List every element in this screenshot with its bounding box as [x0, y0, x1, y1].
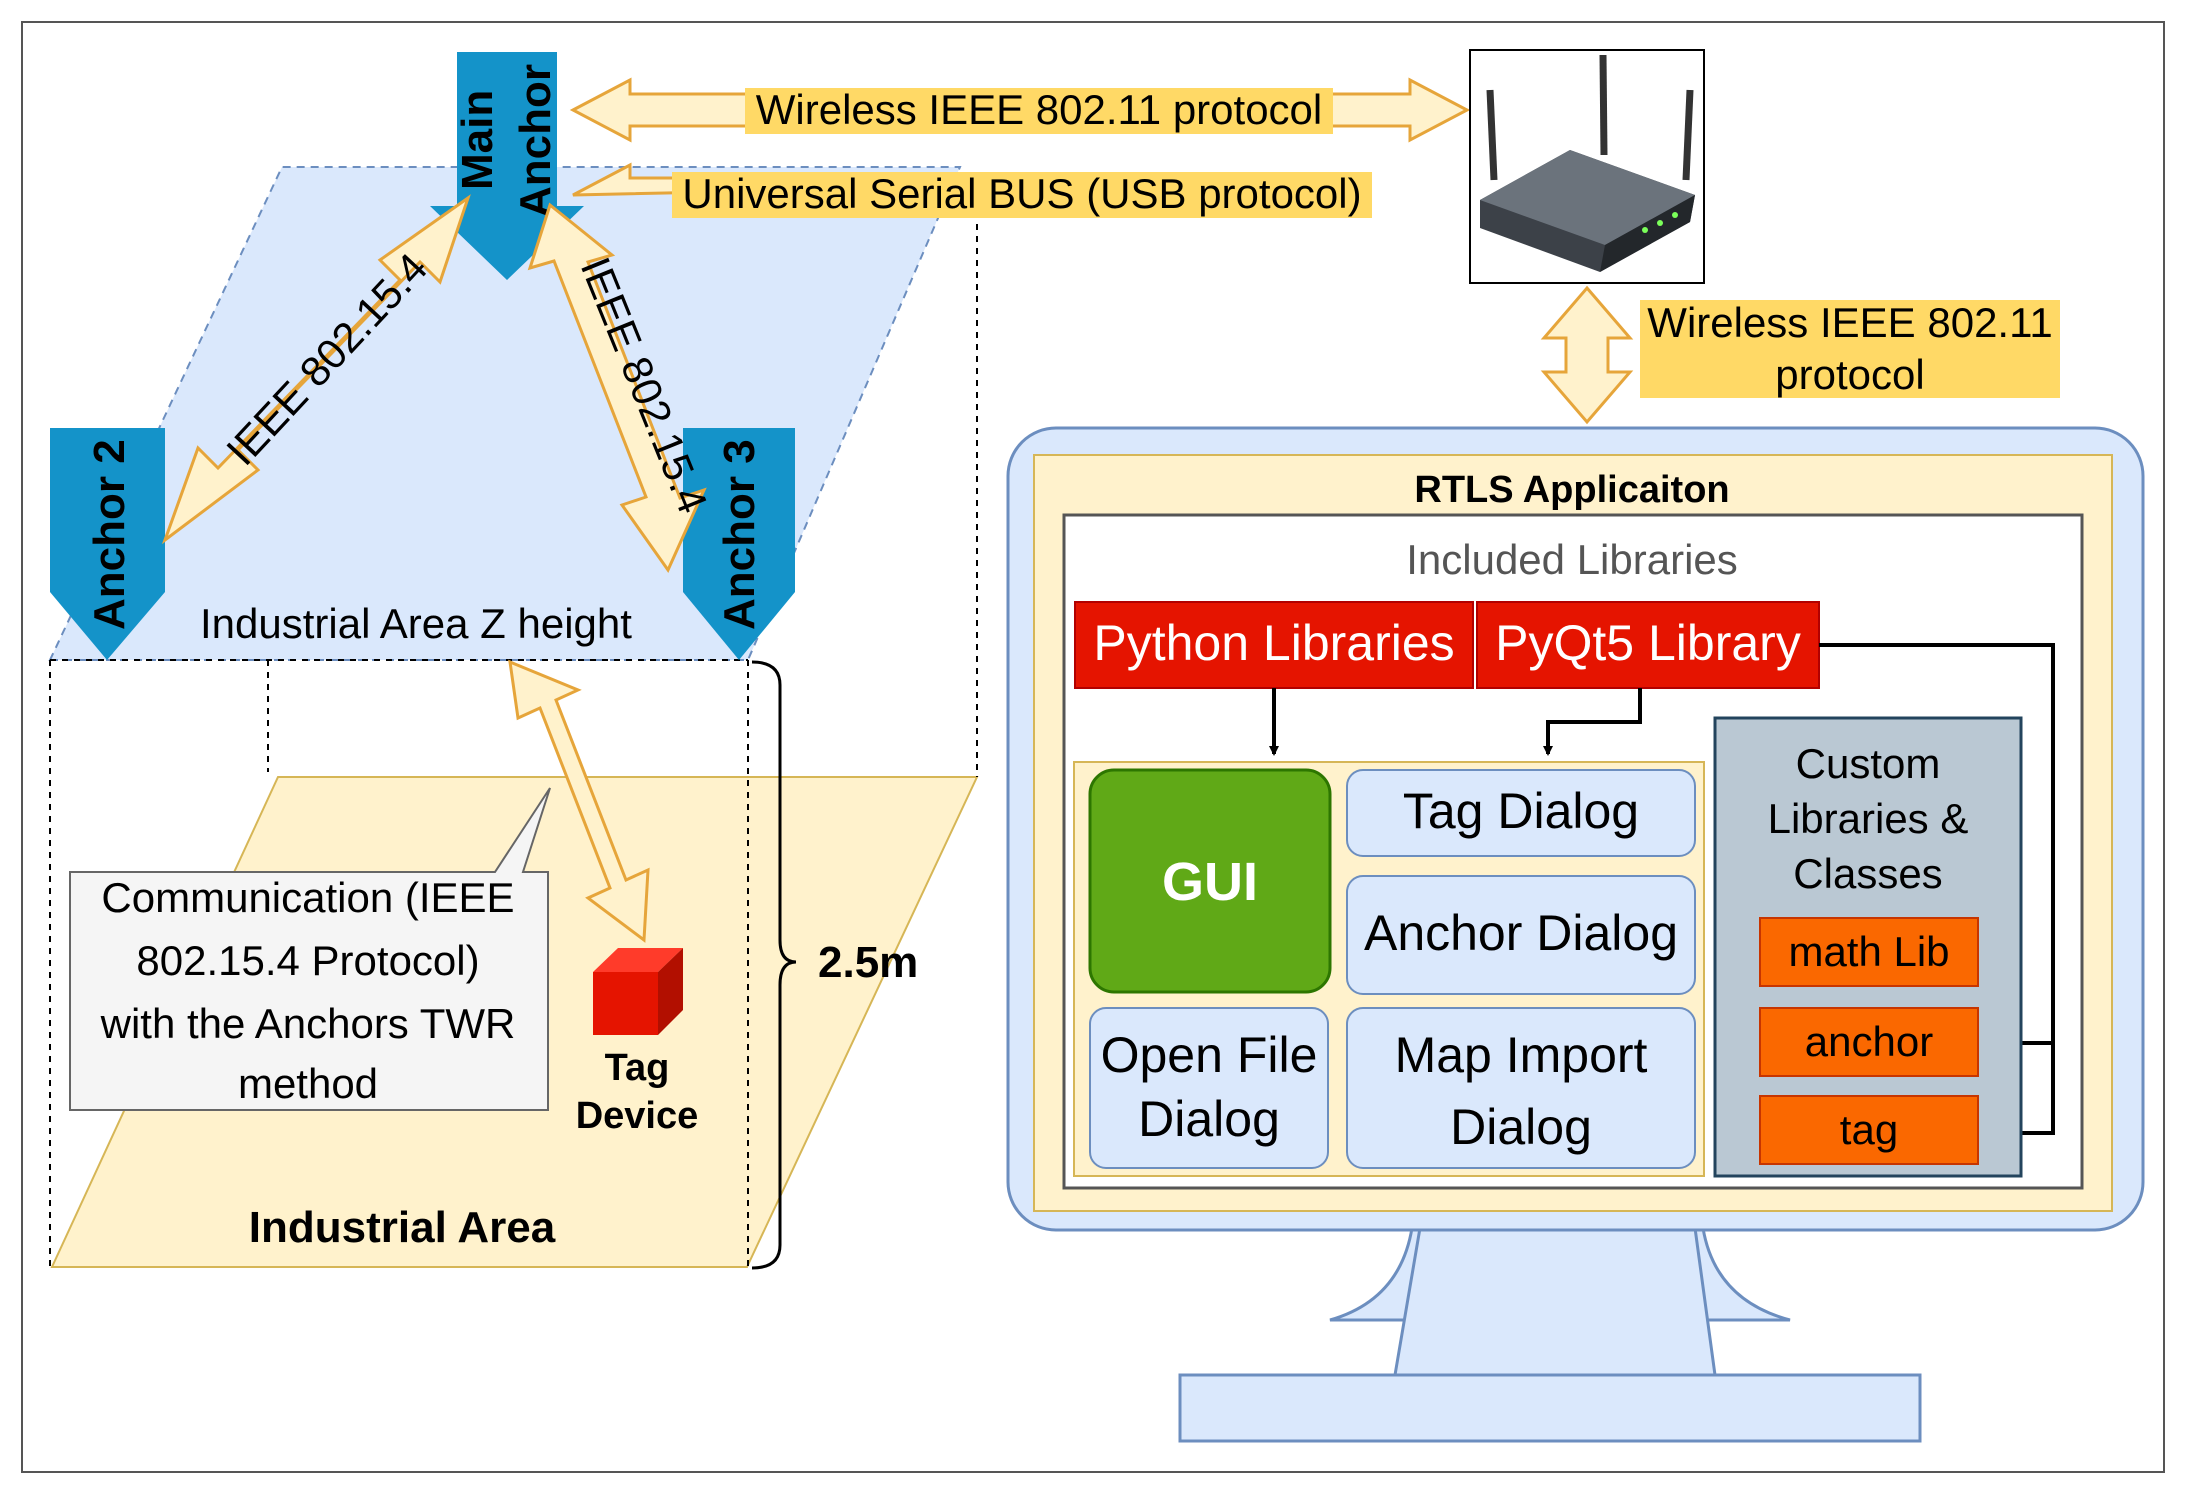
- link-wireless-right: [1540, 285, 1634, 425]
- router-icon: [1480, 54, 1695, 272]
- industrial-area-title: Industrial Area: [249, 1203, 556, 1252]
- tag-class-box: [1759, 1095, 1979, 1165]
- link-main-anchor2: [161, 194, 471, 545]
- callout-line-3: with the Anchors TWR: [100, 1000, 516, 1047]
- map-import-dialog-label-1: Map Import: [1395, 1027, 1648, 1083]
- tag-class-label: tag: [1840, 1106, 1898, 1153]
- tag-device-label-1: Tag: [605, 1047, 670, 1089]
- anchor-2-label: Anchor 2: [85, 439, 134, 630]
- wireless-top-label: Wireless IEEE 802.11 protocol: [756, 86, 1323, 133]
- map-import-dialog-box: [1346, 1007, 1696, 1169]
- anchor-3-icon: [683, 428, 795, 660]
- wireless-right-label-1: Wireless IEEE 802.11: [1647, 299, 2052, 346]
- usb-label-bg: [672, 172, 1372, 218]
- anchor-3-label: Anchor 3: [715, 439, 764, 630]
- link-main-anchor3: [527, 202, 707, 574]
- pyqt5-library-label: PyQt5 Library: [1495, 615, 1801, 671]
- custom-libraries-label-3: Classes: [1793, 850, 1942, 897]
- callout-line-2: 802.15.4 Protocol): [136, 937, 479, 984]
- anchor-2-icon: [50, 428, 165, 660]
- math-lib-box: [1759, 917, 1979, 987]
- callout-line-1: Communication (IEEE: [101, 874, 514, 921]
- rtls-app-title: RTLS Applicaiton: [1414, 469, 1729, 511]
- link-tag-comm: [508, 659, 650, 943]
- custom-libraries-label-2: Libraries &: [1768, 795, 1969, 842]
- python-libraries-box: [1074, 601, 1474, 689]
- usb-label: Universal Serial BUS (USB protocol): [682, 170, 1361, 217]
- height-brace: [751, 660, 797, 1270]
- tag-device-cube-icon: [593, 948, 683, 1035]
- anchor-dialog-box: [1346, 875, 1696, 995]
- tag-dialog-label: Tag Dialog: [1403, 783, 1639, 839]
- open-file-dialog-label-2: Dialog: [1138, 1091, 1280, 1147]
- python-libraries-label: Python Libraries: [1093, 615, 1454, 671]
- height-label: 2.5m: [818, 938, 918, 987]
- pyqt5-library-box: [1476, 601, 1820, 689]
- math-lib-label: math Lib: [1788, 928, 1949, 975]
- anchor-class-box: [1759, 1007, 1979, 1077]
- included-libraries-title: Included Libraries: [1406, 536, 1738, 583]
- wireless-top-label-bg: [745, 88, 1333, 134]
- connector-pyqt5-dialogs: [1543, 688, 1642, 756]
- z-height-label: Industrial Area Z height: [200, 600, 632, 647]
- comm-callout: [69, 787, 551, 1111]
- wireless-right-label-bg: [1640, 300, 2060, 398]
- gui-label: GUI: [1162, 852, 1258, 912]
- anchor-dialog-label: Anchor Dialog: [1364, 905, 1678, 961]
- callout-line-4: method: [238, 1060, 378, 1107]
- main-anchor-label-1: Main: [453, 90, 502, 190]
- open-file-dialog-label-1: Open File: [1101, 1027, 1318, 1083]
- wireless-right-label-2: protocol: [1775, 351, 1924, 398]
- anchor-class-label: anchor: [1805, 1018, 1933, 1065]
- map-import-dialog-label-2: Dialog: [1450, 1099, 1592, 1155]
- main-anchor-label-2: Anchor: [511, 64, 560, 218]
- tag-device-label-2: Device: [576, 1095, 699, 1137]
- open-file-dialog-box: [1089, 1007, 1329, 1169]
- gui-box: [1088, 768, 1332, 994]
- custom-libraries-label-1: Custom: [1796, 740, 1941, 787]
- tag-dialog-box: [1346, 769, 1696, 857]
